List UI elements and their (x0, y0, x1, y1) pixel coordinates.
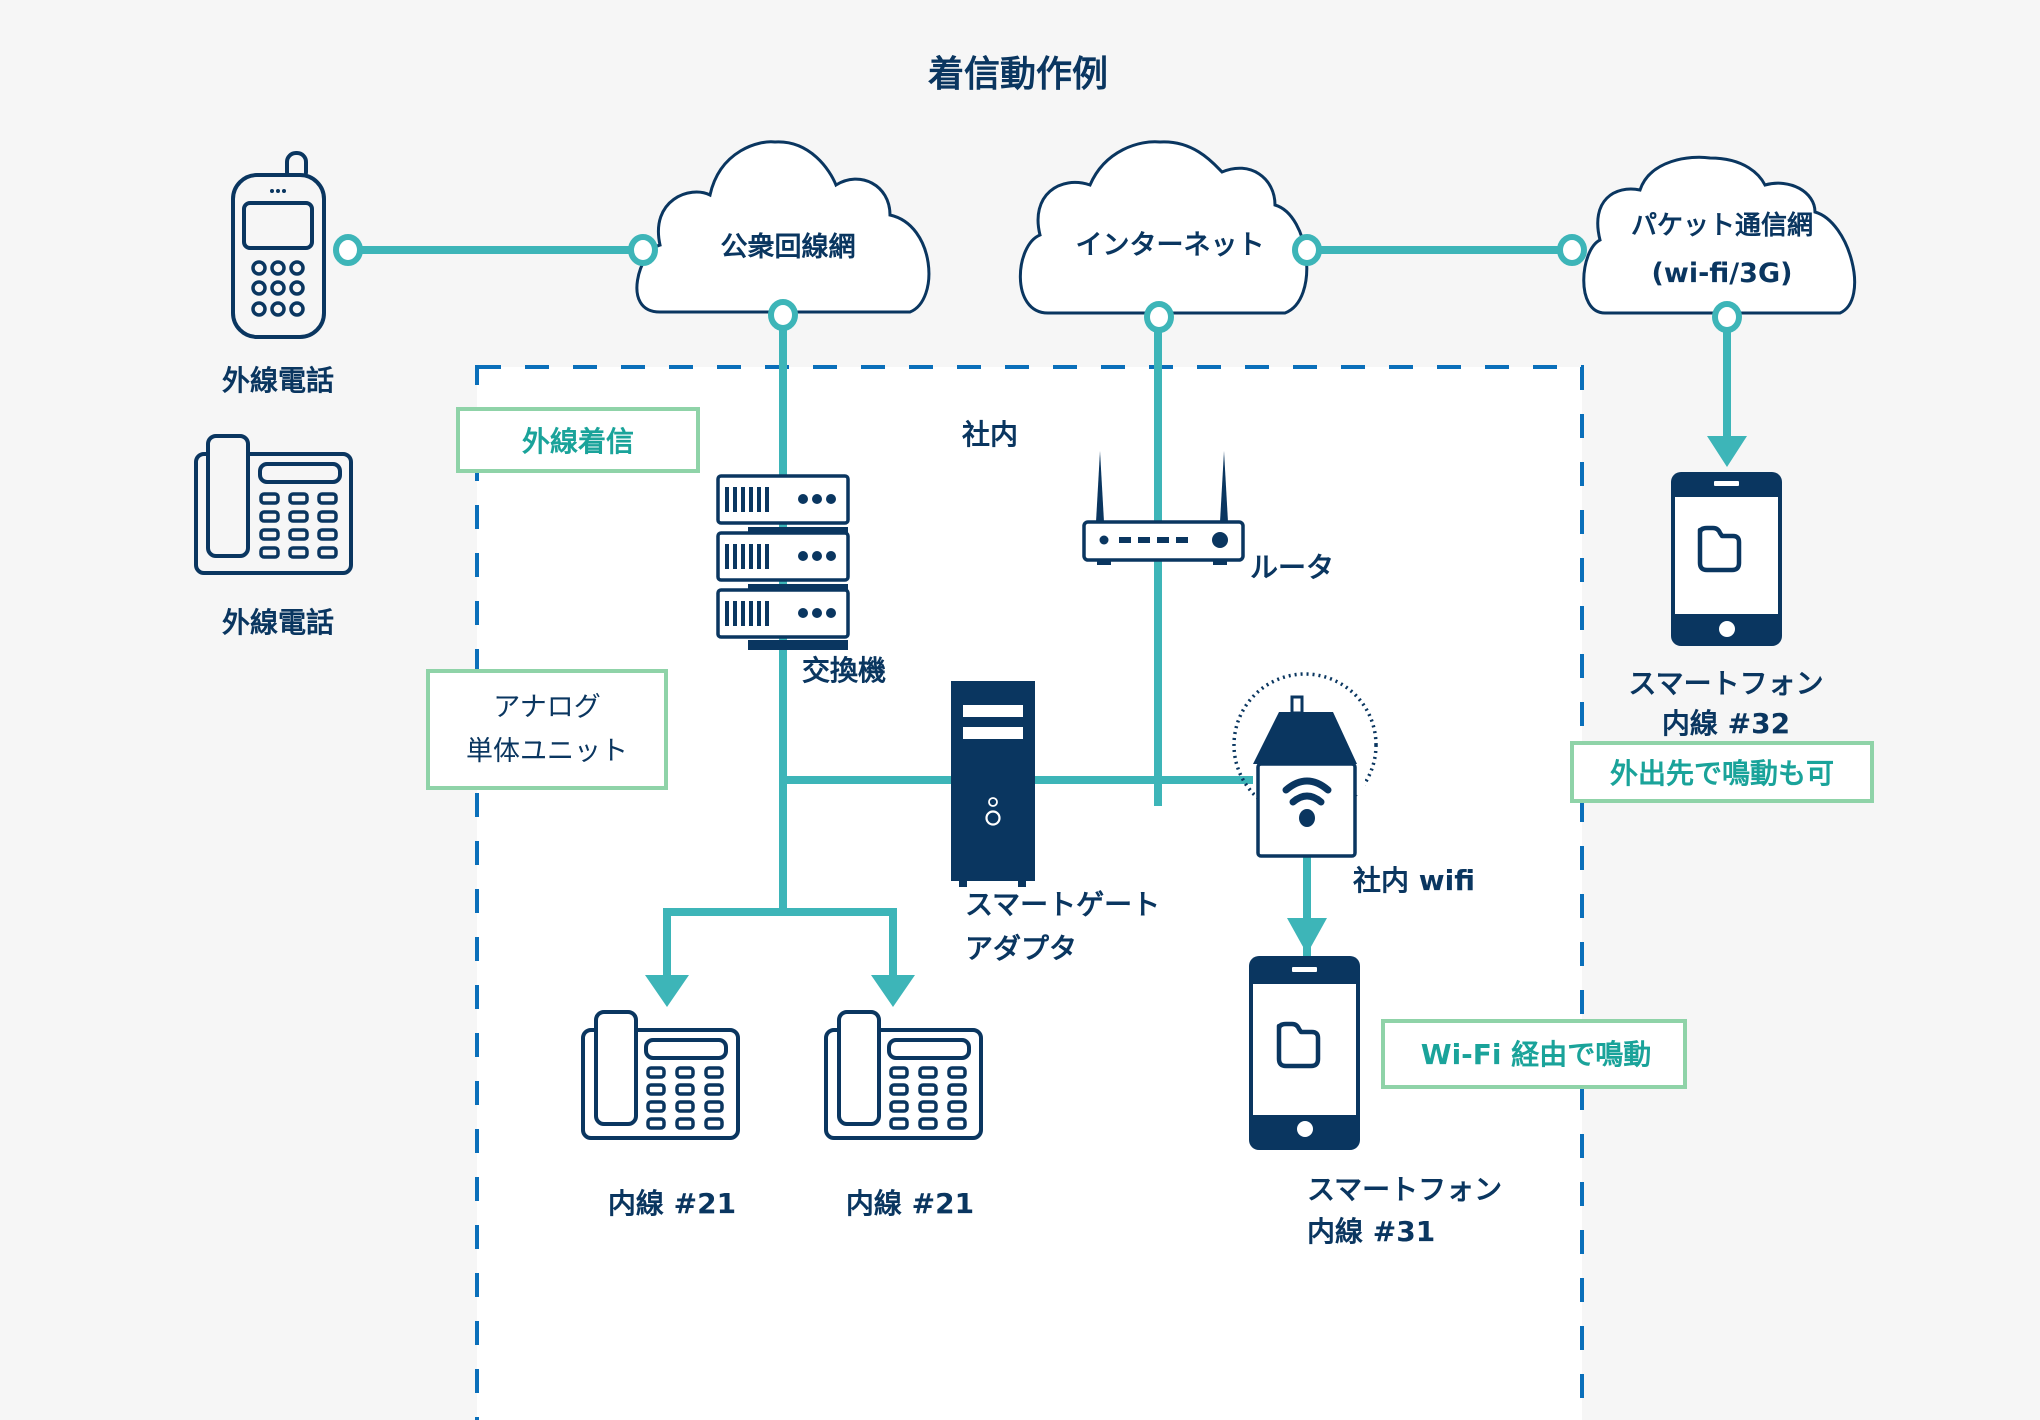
cloud-packet-network: パケット通信網 (wi-fi/3G) (1582, 155, 1857, 315)
wifi-access-point-icon (1232, 672, 1378, 858)
connector-node (333, 234, 363, 266)
arrow-extension-1 (645, 975, 689, 1007)
note-analog-line2: 単体ユニット (466, 736, 628, 767)
extension-phone-icon (581, 1010, 740, 1140)
cloud-label-line1: パケット通信網 (1631, 210, 1813, 241)
connector-node (1557, 234, 1587, 266)
note-analog-line1: アナログ (493, 692, 600, 723)
arrow-smartphone-32 (1707, 436, 1747, 467)
smartphone-icon (1671, 472, 1782, 646)
smartphone-31-label-line1: スマートフォン (1307, 1173, 1502, 1206)
adapter-label-line1: スマートゲート (965, 888, 1160, 921)
pbx-server-icon (716, 474, 850, 650)
router-icon (1082, 451, 1245, 565)
note-wifi-ring: Wi-Fi 経由で鳴動 (1381, 1019, 1687, 1089)
smartphone-32-label-line2: 内線 #32 (1662, 707, 1790, 740)
connector-nodes (333, 234, 1742, 333)
connector-node (1292, 234, 1322, 266)
cloud-label: インターネット (1076, 230, 1265, 261)
adapter-label-line2: アダプタ (965, 932, 1077, 965)
arrow-smartphone-31 (1287, 918, 1327, 954)
cloud-shape (1018, 140, 1309, 315)
diagram-title: 着信動作例 (928, 54, 1108, 95)
office-label: 社内 (962, 418, 1018, 451)
mobile-phone-icon (231, 151, 326, 339)
note-analog-unit: アナログ 単体ユニット (426, 669, 668, 790)
router-label: ルータ (1250, 551, 1334, 584)
note-wifi-ring-text: Wi-Fi 経由で鳴動 (1421, 1038, 1652, 1071)
desk-phone-label: 外線電話 (222, 606, 334, 639)
note-incoming: 外線着信 (456, 407, 700, 473)
note-outside-ring: 外出先で鳴動も可 (1570, 741, 1874, 803)
cloud-shape (1582, 155, 1857, 315)
connector-node (1144, 301, 1174, 333)
smartphone-32-label-line1: スマートフォン (1628, 667, 1823, 700)
arrow-extension-2 (871, 975, 915, 1007)
smart-gate-adapter-icon (951, 681, 1035, 887)
connector-node (628, 234, 658, 266)
connector-node (1712, 301, 1742, 333)
pbx-label: 交換機 (802, 654, 886, 687)
note-outside-ring-text: 外出先で鳴動も可 (1610, 757, 1834, 790)
smartphone-icon (1249, 956, 1360, 1150)
cloud-internet: インターネット (1018, 140, 1309, 315)
desk-phone-icon (194, 434, 353, 575)
extension-phone-icon (824, 1010, 983, 1140)
cloud-label: 公衆回線網 (721, 231, 856, 263)
mobile-phone-label: 外線電話 (222, 364, 334, 397)
smartphone-31-label-line2: 内線 #31 (1307, 1215, 1435, 1248)
cloud-label-line2: (wi-fi/3G) (1652, 258, 1793, 289)
line-pbx-to-extensions (663, 908, 897, 995)
note-incoming-text: 外線着信 (522, 425, 634, 458)
cloud-shape (635, 140, 931, 314)
wifi-label: 社内 wifi (1353, 864, 1475, 897)
cloud-public-network: 公衆回線網 (635, 140, 931, 314)
extension-label: 内線 #21 (608, 1187, 736, 1220)
connector-node (768, 299, 798, 331)
office-zone (475, 365, 1584, 1420)
extension-label: 内線 #21 (846, 1187, 974, 1220)
